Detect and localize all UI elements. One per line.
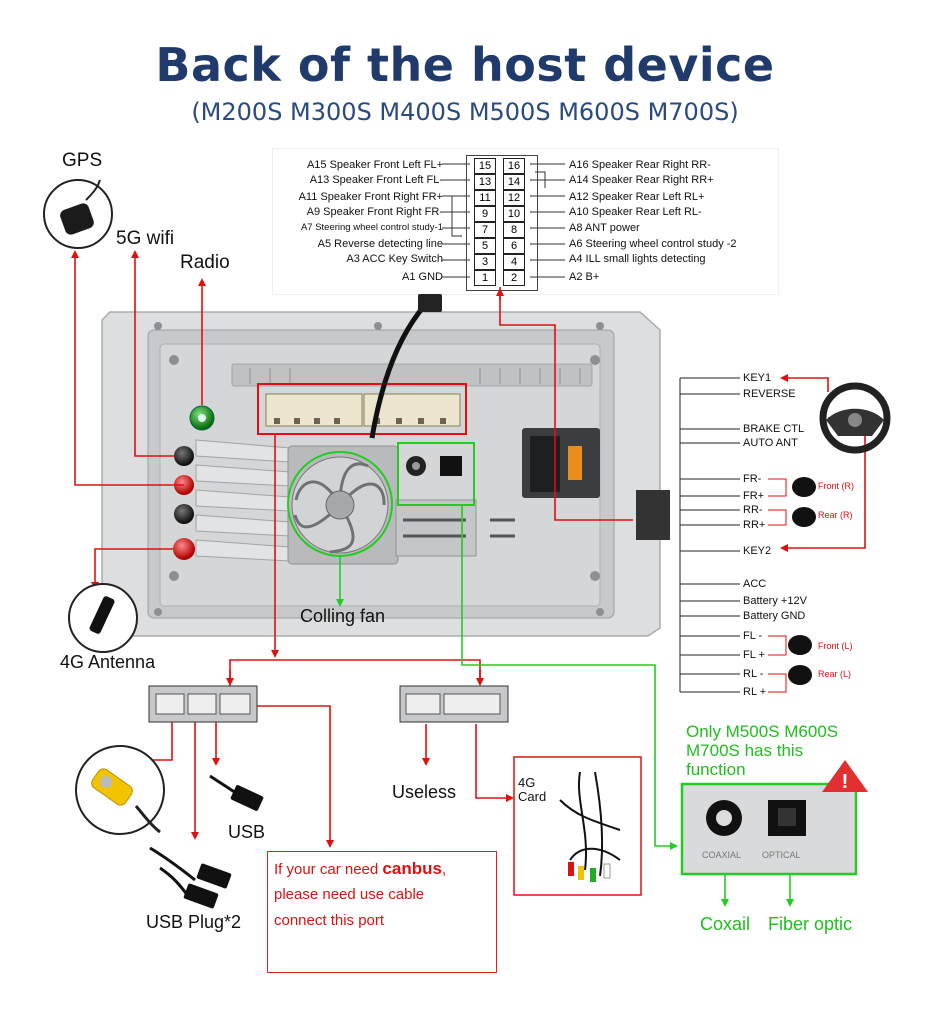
pin-11: 11	[474, 190, 496, 206]
only-note-line3: function	[686, 760, 746, 779]
wire-battery-gnd: Battery GND	[743, 610, 806, 622]
pin-12: 12	[503, 190, 525, 206]
antenna-4g-label: 4G Antenna	[60, 652, 156, 672]
pin-13: 13	[474, 174, 496, 190]
speaker-rear-r: Rear (R)	[818, 510, 853, 520]
pin-label-a3: A3 ACC Key Switch	[346, 253, 443, 265]
canbus-note-line1: If your car need canbus,	[274, 859, 446, 879]
card-4g-label: 4G Card	[518, 775, 547, 804]
pin-10: 10	[503, 206, 525, 222]
pin-label-a14: A14 Speaker Rear Right RR+	[569, 174, 714, 186]
gps-label: GPS	[62, 150, 103, 171]
page-subtitle: (M200S M300S M400S M500S M600S M700S)	[191, 98, 739, 126]
wire-key2: KEY2	[743, 545, 772, 557]
pin-4: 4	[503, 254, 525, 270]
pin-6: 6	[503, 238, 525, 254]
canbus-note-line3: connect this port	[274, 912, 385, 929]
wire-fl-plus: FL +	[743, 649, 765, 661]
pin-label-a9: A9 Speaker Front Right FR-	[306, 206, 443, 218]
speaker-front-l: Front (L)	[818, 641, 853, 651]
pin-label-a2: A2 B+	[569, 271, 600, 283]
pin-16: 16	[503, 158, 525, 174]
pin-label-a12: A12 Speaker Rear Left RL+	[569, 191, 705, 203]
canbus-note-line2: please need use cable	[274, 886, 425, 903]
pin-label-a15: A15 Speaker Front Left FL+	[306, 159, 443, 171]
pin-label-a1: A1 GND	[402, 271, 443, 283]
wire-acc: ACC	[743, 578, 767, 590]
fan-label: Colling fan	[300, 606, 386, 626]
wire-battery-12v: Battery +12V	[743, 595, 807, 607]
pin-3: 3	[474, 254, 496, 270]
pin-8: 8	[503, 222, 525, 238]
wire-key1: KEY1	[743, 372, 772, 384]
canbus-note-line1-a: If your car need	[274, 861, 383, 878]
usb-label: USB	[228, 822, 266, 842]
pin-label-a5: A5 Reverse detecting line	[317, 238, 443, 250]
pin-label-a7: A7 Steering wheel control study-1	[300, 222, 443, 233]
canbus-note-line1-b: canbus	[382, 859, 442, 878]
pin-label-a16: A16 Speaker Rear Right RR-	[569, 159, 711, 171]
wifi-label: 5G wifi	[116, 228, 175, 249]
useless-label: Useless	[392, 782, 457, 802]
panel-coax-label: COAXIAL	[702, 850, 742, 860]
wire-fl-minus: FL -	[743, 630, 763, 642]
wire-rl-minus: RL -	[743, 668, 764, 680]
usb-plug-label: USB Plug*2	[146, 912, 242, 932]
pin-label-a8: A8 ANT power	[569, 222, 640, 234]
radio-label: Radio	[180, 252, 230, 273]
wire-rr-minus: RR-	[743, 504, 763, 516]
only-note-line2: M700S has this	[686, 741, 804, 760]
wire-brake-ctl: BRAKE CTL	[743, 423, 805, 435]
wire-rr-plus: RR+	[743, 519, 766, 531]
wire-fr-plus: FR+	[743, 490, 765, 502]
svg-text:!: !	[842, 771, 849, 793]
speaker-rear-l: Rear (L)	[818, 669, 852, 679]
pin-5: 5	[474, 238, 496, 254]
pin-1: 1	[474, 270, 496, 286]
pin-14: 14	[503, 174, 525, 190]
canbus-note-line1-c: ,	[441, 861, 447, 878]
pin-2: 2	[503, 270, 525, 286]
only-note-line1: Only M500S M600S	[686, 722, 839, 741]
coax-label: Coxail	[700, 914, 751, 934]
pin-label-a6: A6 Steering wheel control study -2	[569, 238, 737, 250]
page-title: Back of the host device	[155, 38, 775, 92]
wire-rl-plus: RL +	[743, 686, 767, 698]
pin-9: 9	[474, 206, 496, 222]
wire-auto-ant: AUTO ANT	[743, 437, 798, 449]
pin-label-a11: A11 Speaker Front Right FR+	[298, 191, 443, 203]
pin-label-a4: A4 ILL small lights detecting	[569, 253, 706, 265]
fiber-label: Fiber optic	[768, 914, 853, 934]
pin-15: 15	[474, 158, 496, 174]
pin-label-a13: A13 Speaker Front Left FL-	[309, 174, 443, 186]
wire-reverse: REVERSE	[743, 388, 796, 400]
canbus-note-box	[267, 851, 497, 973]
wire-fr-minus: FR-	[743, 473, 762, 485]
pin-7: 7	[474, 222, 496, 238]
pin-diagram: A15 Speaker Front Left FL+ A13 Speaker F…	[272, 148, 779, 295]
panel-optical-label: OPTICAL	[762, 850, 801, 860]
pin-label-a10: A10 Speaker Rear Left RL-	[569, 206, 702, 218]
speaker-front-r: Front (R)	[818, 481, 854, 491]
